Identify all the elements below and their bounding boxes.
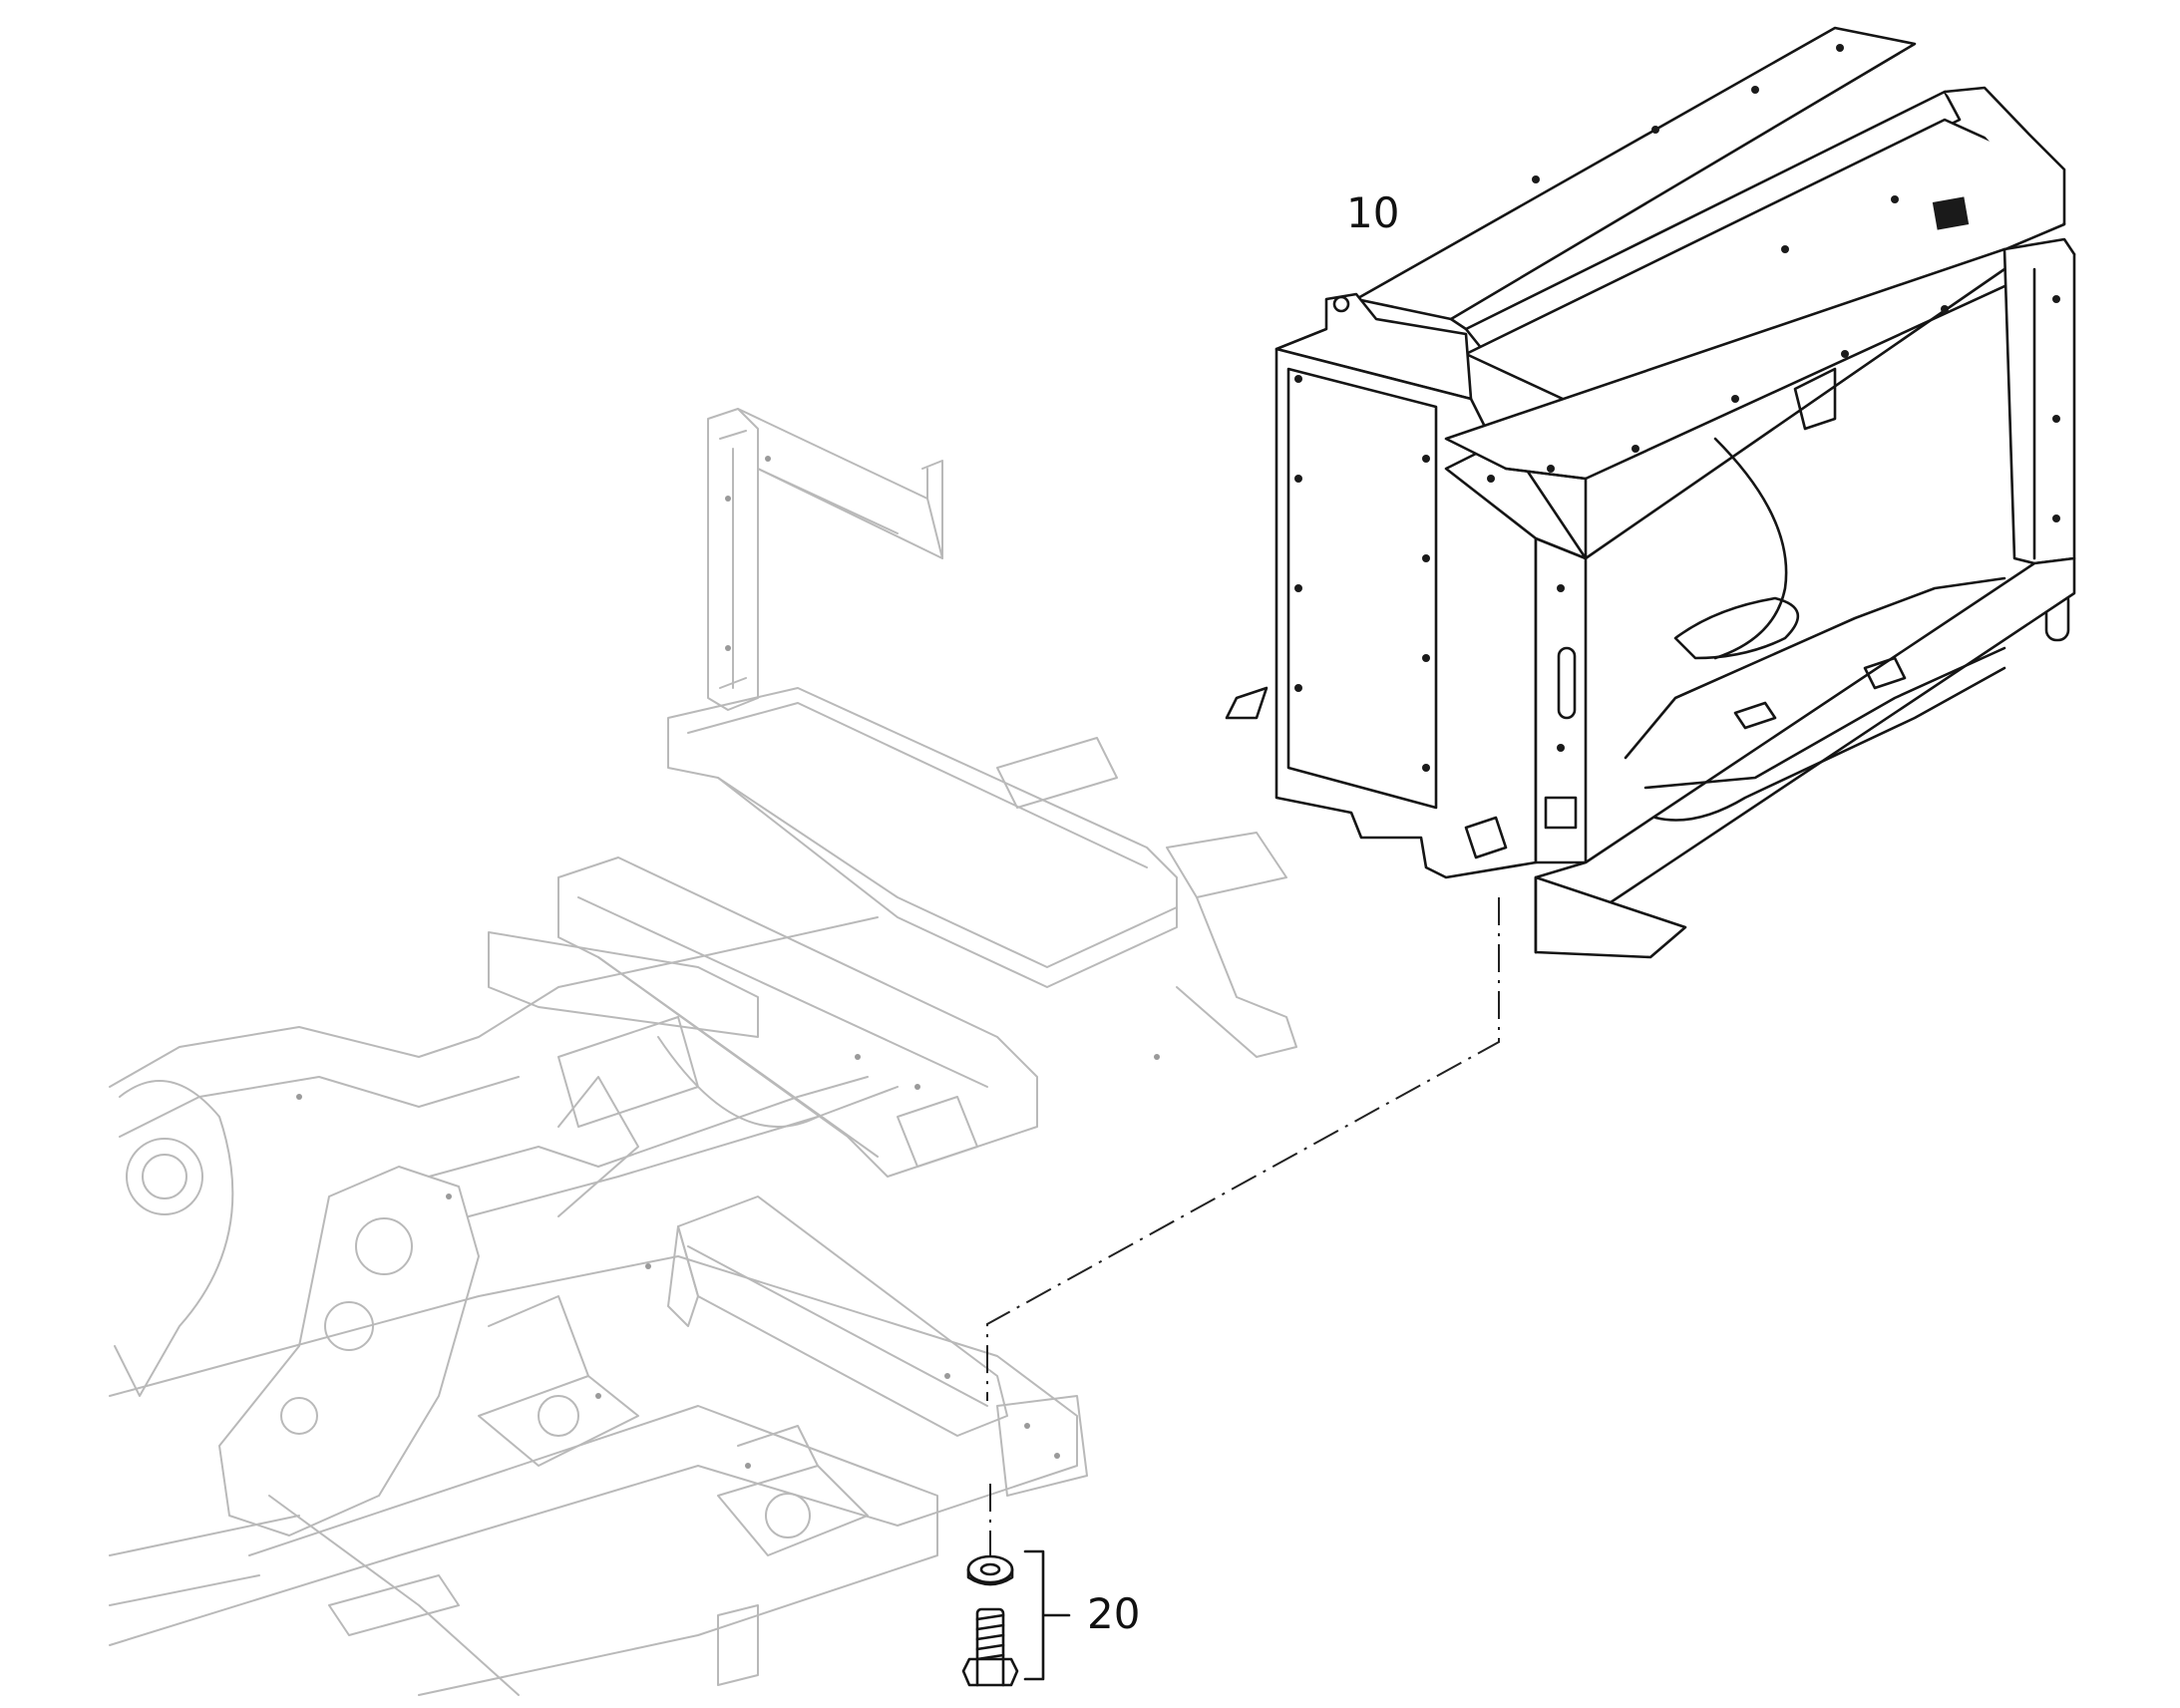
- callout-20-bracket: [1023, 1549, 1071, 1681]
- callout-10: 10: [1346, 188, 1399, 237]
- washer: [966, 1554, 1014, 1586]
- bolt: [961, 1607, 1019, 1687]
- bolt-and-washer-set: [961, 1549, 1071, 1687]
- callout-20: 20: [1087, 1589, 1140, 1638]
- radiator-housing-frame: [1225, 26, 2076, 959]
- assembly-line: [986, 897, 1500, 1555]
- upper-frame-chassis: [109, 408, 1297, 1696]
